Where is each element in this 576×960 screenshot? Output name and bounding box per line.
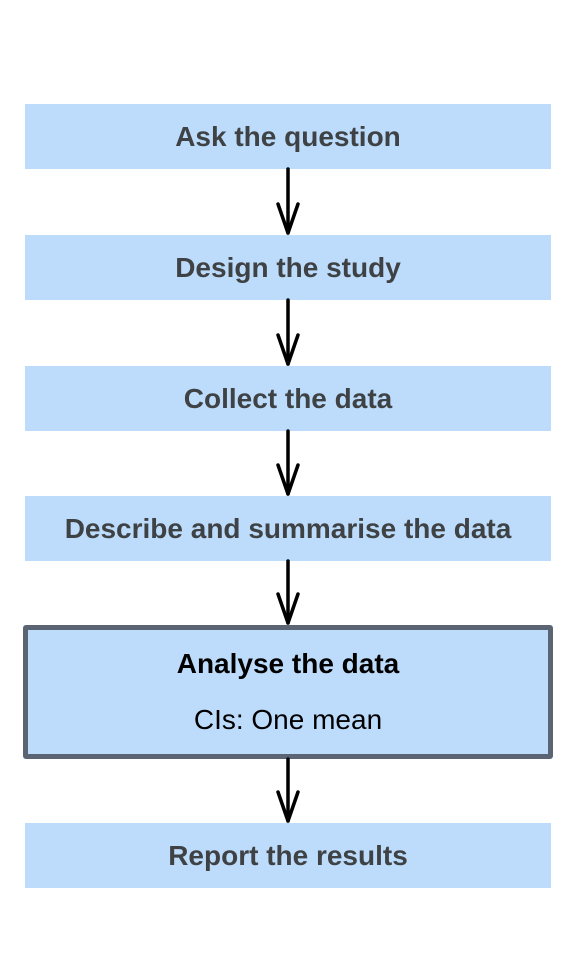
arrow-5 (276, 757, 300, 823)
arrow-1 (276, 167, 300, 235)
step-ask-question: Ask the question (25, 104, 551, 169)
step-report-results: Report the results (25, 823, 551, 888)
step-label: Design the study (175, 251, 401, 283)
step-label: Ask the question (175, 120, 401, 152)
step-collect-data: Collect the data (25, 366, 551, 431)
step-label: Collect the data (183, 382, 393, 414)
arrow-2 (276, 298, 300, 366)
step-design-study: Design the study (25, 235, 551, 300)
step-describe-summarise: Describe and summarise the data (25, 496, 551, 561)
step-label: Analyse the data (176, 648, 400, 679)
step-sublabel: CIs: One mean (193, 704, 383, 735)
arrow-3 (276, 429, 300, 496)
step-analyse-data: Analyse the data CIs: One mean (23, 625, 553, 759)
step-label: Describe and summarise the data (64, 512, 512, 544)
step-label: Report the results (168, 839, 408, 871)
arrow-4 (276, 559, 300, 625)
